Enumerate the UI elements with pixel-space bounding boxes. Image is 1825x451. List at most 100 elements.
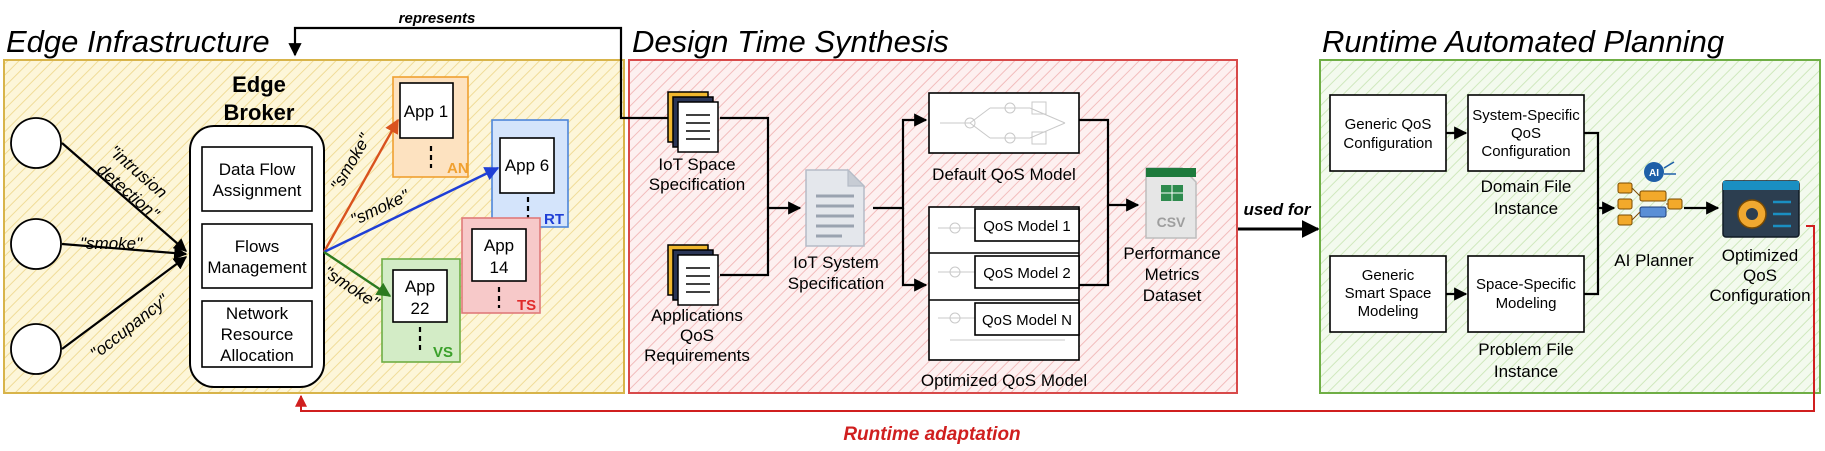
input-label-smoke: "smoke" <box>80 234 143 253</box>
app-qos-label-1: Applications <box>651 306 743 325</box>
generic-qos-config-box <box>1329 94 1447 172</box>
arrow-system-to-optimized-model <box>901 208 928 292</box>
used-for-label: used for <box>1243 200 1311 219</box>
app-1-label: App 1 <box>404 102 448 121</box>
arrow-broker-to-app-1 <box>322 118 400 253</box>
metrics-label-1: Performance <box>1123 244 1220 263</box>
broker-item-1-line2: Assignment <box>213 181 302 200</box>
generic-qos-label-1: Generic QoS <box>1345 116 1432 133</box>
arrow-domain-to-planner <box>1584 131 1616 215</box>
app-22-box <box>392 269 448 323</box>
iot-system-label-2: Specification <box>788 274 884 293</box>
default-qos-model-graph <box>940 101 1066 145</box>
app-qos-label-2: QoS <box>680 326 714 345</box>
app-22-label-1: App <box>405 277 435 296</box>
qos-model-1-box <box>974 208 1080 242</box>
sensor-node-occupancy <box>10 323 62 375</box>
generic-qos-label-2: Configuration <box>1343 135 1432 152</box>
ai-planner-icon: AI <box>1617 161 1683 226</box>
runtime-section-title: Runtime Automated Planning <box>1322 24 1724 59</box>
default-qos-model-label: Default QoS Model <box>932 165 1076 184</box>
app-6-box <box>499 137 555 194</box>
app-14-box <box>471 228 527 282</box>
broker-flows-management <box>201 223 313 289</box>
optimized-qos-model-label: Optimized QoS Model <box>921 371 1087 390</box>
space-specific-modeling-box <box>1467 255 1585 333</box>
csv-tag: CSV <box>1157 214 1186 230</box>
optimized-qos-label-1: Optimized <box>1722 246 1799 265</box>
generic-smart-space-box <box>1329 255 1447 333</box>
iot-system-label-1: IoT System <box>793 253 879 272</box>
app-6-label: App 6 <box>505 156 549 175</box>
broker-title-line1: Edge <box>232 72 286 97</box>
domain-file-label-2: Instance <box>1494 199 1558 218</box>
broker-item-2-line1: Flows <box>235 237 279 256</box>
arrow-occupancy-to-broker <box>61 256 188 350</box>
domain-file-label-1: Domain File <box>1481 177 1572 196</box>
app-6-tag: RT <box>544 211 564 228</box>
system-specific-qos-box <box>1467 94 1585 172</box>
space-specific-label-1: Space-Specific <box>1476 276 1577 293</box>
represents-connector <box>288 26 670 120</box>
broker-network-resource-allocation <box>201 300 313 368</box>
arrow-intrusion-to-broker <box>61 142 187 252</box>
optimized-qos-config-icon <box>1722 180 1800 238</box>
optimized-qos-model-graph <box>938 222 1065 341</box>
csv-file-icon: CSV <box>1145 167 1197 239</box>
iot-space-label-2: Specification <box>649 175 745 194</box>
metrics-label-3: Dataset <box>1143 286 1202 305</box>
arrow-app-qos-to-system <box>720 208 770 277</box>
app-14-label-1: App <box>484 236 514 255</box>
broker-item-3-line3: Allocation <box>220 346 294 365</box>
system-qos-label-1: System-Specific <box>1472 107 1580 124</box>
broker-title-line2: Broker <box>224 100 295 125</box>
qos-model-1-label: QoS Model 1 <box>983 218 1071 235</box>
sensor-node-smoke <box>10 218 62 270</box>
runtime-adaptation-connector <box>295 225 1815 412</box>
arrow-problem-to-planner <box>1584 208 1600 296</box>
broker-item-1-line1: Data Flow <box>219 160 296 179</box>
generic-smart-label-1: Generic <box>1362 267 1415 284</box>
arrow-default-model-to-dataset <box>1079 118 1140 212</box>
app-22-label-2: 22 <box>411 299 430 318</box>
system-qos-label-2: QoS <box>1511 125 1541 142</box>
system-qos-label-3: Configuration <box>1481 143 1570 160</box>
arrow-smoke-to-broker <box>61 242 188 260</box>
ai-badge-text: AI <box>1649 168 1659 179</box>
arrow-system-to-default-model <box>873 113 928 210</box>
design-section-title: Design Time Synthesis <box>632 24 949 59</box>
problem-file-label-2: Instance <box>1494 362 1558 381</box>
app-qos-label-3: Requirements <box>644 346 750 365</box>
qos-model-n-box <box>974 302 1080 336</box>
iot-system-doc-icon <box>805 168 866 247</box>
qos-model-2-label: QoS Model 2 <box>983 265 1071 282</box>
qos-model-2-box <box>974 255 1080 289</box>
arrow-optimized-model-to-dataset <box>1079 205 1110 287</box>
broker-item-2-line2: Management <box>207 258 307 277</box>
qos-model-n-label: QoS Model N <box>982 312 1072 329</box>
arrow-broker-to-app-6 <box>323 166 500 254</box>
app-14-tag: TS <box>517 297 536 314</box>
ai-planner-label: AI Planner <box>1614 251 1694 270</box>
space-specific-label-2: Modeling <box>1496 295 1557 312</box>
app-1-tag: AN <box>447 160 469 177</box>
arrow-broker-to-app-22 <box>323 251 392 297</box>
sensor-node-intrusion <box>10 117 62 169</box>
generic-smart-label-3: Modeling <box>1358 303 1419 320</box>
problem-file-label-1: Problem File <box>1478 340 1573 359</box>
arrow-iot-space-to-system <box>720 116 802 215</box>
optimized-qos-label-3: Configuration <box>1709 286 1810 305</box>
runtime-adaptation-label: Runtime adaptation <box>843 424 1020 445</box>
represents-label: represents <box>399 10 476 27</box>
app-qos-doc-icon <box>667 244 719 306</box>
app-1-box <box>399 82 454 139</box>
broker-data-flow-assignment <box>201 146 313 212</box>
broker-item-3-line1: Network <box>226 304 289 323</box>
metrics-label-2: Metrics <box>1145 265 1200 284</box>
broker-item-3-line2: Resource <box>221 325 294 344</box>
app-22-tag: VS <box>433 344 453 361</box>
app-14-label-2: 14 <box>490 258 509 277</box>
optimized-qos-label-2: QoS <box>1743 266 1777 285</box>
iot-space-doc-icon <box>667 91 719 153</box>
